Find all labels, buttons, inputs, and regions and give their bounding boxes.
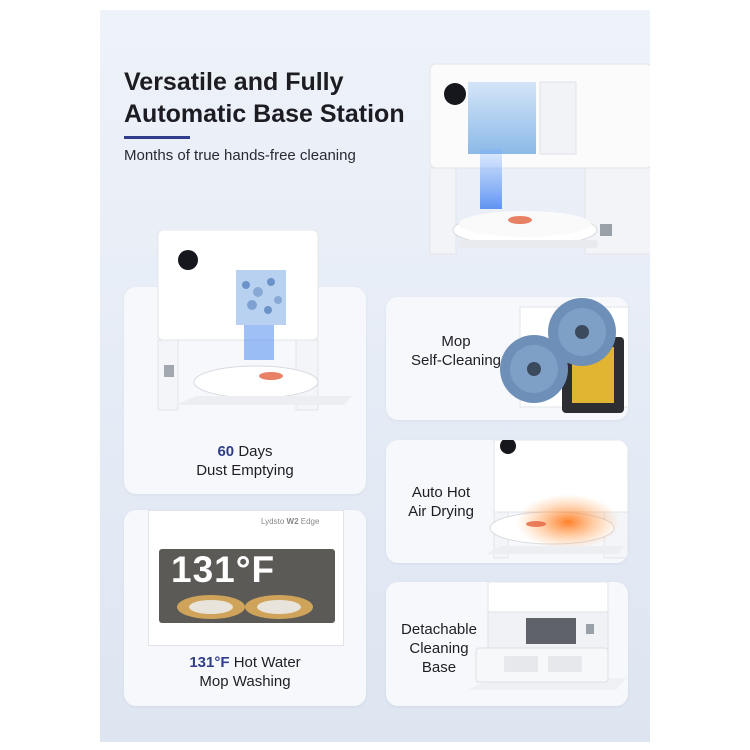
hot-air-drying-illustration [486, 440, 628, 559]
card-detachable-base [386, 582, 628, 706]
model-badge-prefix: Lydsto [261, 517, 285, 526]
subtitle: Months of true hands-free cleaning [124, 147, 356, 164]
mop-self-cleaning-line-1: Mop [441, 333, 471, 350]
detachable-base-label: Detachable Cleaning Base [386, 620, 492, 677]
mop-self-cleaning-label: Mop Self-Cleaning [386, 332, 526, 370]
dust-days-unit: Days [238, 443, 273, 460]
mop-self-cleaning-line-2: Self-Cleaning [410, 352, 502, 369]
mop-washing-text: Mop Washing [199, 673, 291, 690]
mop-wash-brushes-illustration [177, 595, 313, 619]
dust-station-illustration [157, 229, 352, 411]
dust-emptying-label: 60 Days Dust Emptying [124, 442, 366, 480]
detachable-line-3: Base [421, 659, 457, 676]
dust-days-value: 60 [217, 443, 235, 460]
detachable-line-1: Detachable [401, 621, 477, 638]
temperature-overlay: 131°F [171, 549, 276, 590]
headline-underline [124, 136, 190, 139]
card-mop-self-cleaning [386, 297, 628, 420]
hot-water-mop-washing-label: 131°F Hot Water Mop Washing [124, 653, 366, 691]
hot-air-drying-line-2: Air Drying [408, 503, 474, 520]
headline-line-1: Versatile and Fully [124, 68, 344, 96]
hot-water-text: Hot Water [233, 654, 301, 671]
detachable-line-2: Cleaning [409, 640, 469, 657]
model-badge: Lydsto W2 Edge [261, 517, 319, 526]
hot-air-drying-label: Auto Hot Air Drying [386, 483, 496, 521]
card-hot-water-mop-washing: Lydsto W2 Edge 131°F [124, 510, 366, 706]
hero-station-illustration [429, 63, 650, 255]
model-badge-suffix: Edge [300, 517, 320, 526]
hot-water-temp-value: 131°F [189, 654, 230, 671]
detachable-base-illustration [468, 582, 626, 690]
card-hot-air-drying [386, 440, 628, 563]
headline: Versatile and Fully Automatic Base Stati… [124, 66, 424, 130]
product-poster: Versatile and Fully Automatic Base Stati… [100, 10, 650, 742]
dust-emptying-text: Dust Emptying [196, 462, 294, 479]
hero-base-station-image [400, 54, 650, 266]
dust-station-image [156, 229, 352, 420]
mop-pads-illustration [500, 298, 628, 413]
washing-station-image: Lydsto W2 Edge 131°F [148, 510, 344, 646]
model-badge-highlight: W2 [286, 517, 299, 526]
headline-line-2: Automatic Base Station [124, 100, 405, 128]
hot-air-drying-line-1: Auto Hot [411, 484, 471, 501]
